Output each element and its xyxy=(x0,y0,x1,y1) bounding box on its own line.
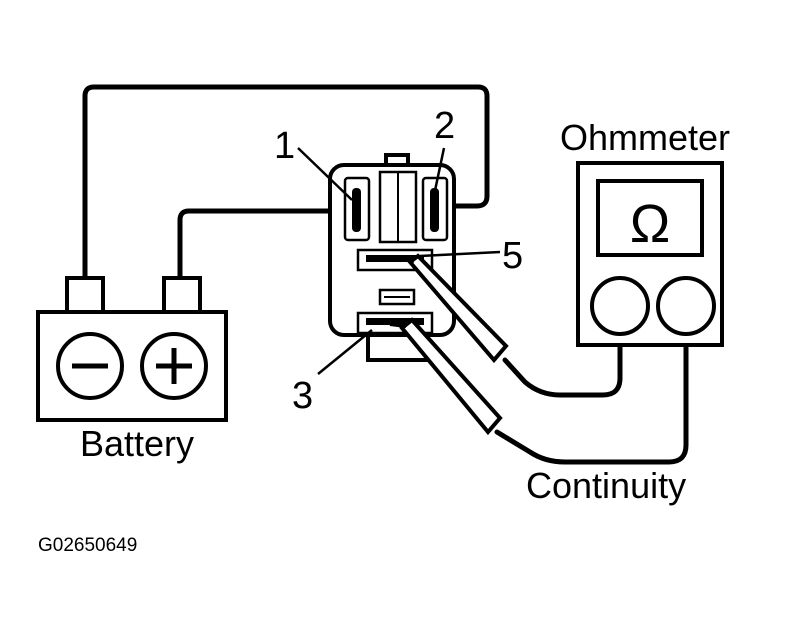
callout-line-3 xyxy=(317,329,373,375)
callout-line-2 xyxy=(431,147,446,201)
battery-positive-post xyxy=(162,276,202,316)
relay-middle-slot xyxy=(378,288,416,306)
wire-positive-to-terminal-1 xyxy=(177,208,360,281)
label-ohmmeter: Ohmmeter xyxy=(560,117,730,158)
lower-probe xyxy=(389,317,503,436)
label-battery: Battery xyxy=(80,423,194,464)
upper-probe xyxy=(397,253,509,364)
callout-line-5 xyxy=(419,250,501,258)
battery-negative-post xyxy=(65,276,105,316)
label-terminal-2: 2 xyxy=(434,105,455,147)
ohmmeter-right-jack xyxy=(656,276,716,336)
lower-probe-body xyxy=(399,317,503,436)
label-terminal-1: 1 xyxy=(274,125,295,167)
terminal-2-slot xyxy=(421,176,449,242)
ohmmeter-left-jack xyxy=(590,276,650,336)
upper-probe-body xyxy=(407,253,509,364)
wire-ohmmeter-left-lead xyxy=(502,329,623,398)
wire-ohmmeter-right-lead xyxy=(494,329,689,465)
callout-line-1 xyxy=(297,147,353,201)
battery xyxy=(36,276,228,422)
terminal-3-blade xyxy=(366,318,424,325)
ohm-icon: Ω xyxy=(630,194,670,254)
ohmmeter xyxy=(576,161,724,347)
ohmmeter-display xyxy=(596,179,704,257)
terminal-5-blade xyxy=(366,255,424,262)
terminal-1-slot xyxy=(343,176,371,242)
label-terminal-5: 5 xyxy=(502,235,523,277)
terminal-1-blade xyxy=(352,188,361,232)
figure-id: G02650649 xyxy=(38,535,137,556)
terminal-3-slot xyxy=(356,311,434,335)
terminal-5-slot xyxy=(356,248,434,272)
upper-probe-tip xyxy=(397,256,415,263)
lower-probe-tip xyxy=(389,322,407,328)
label-terminal-3: 3 xyxy=(292,375,313,417)
wire-negative-to-terminal-2 xyxy=(82,84,490,281)
label-continuity: Continuity xyxy=(526,465,686,506)
